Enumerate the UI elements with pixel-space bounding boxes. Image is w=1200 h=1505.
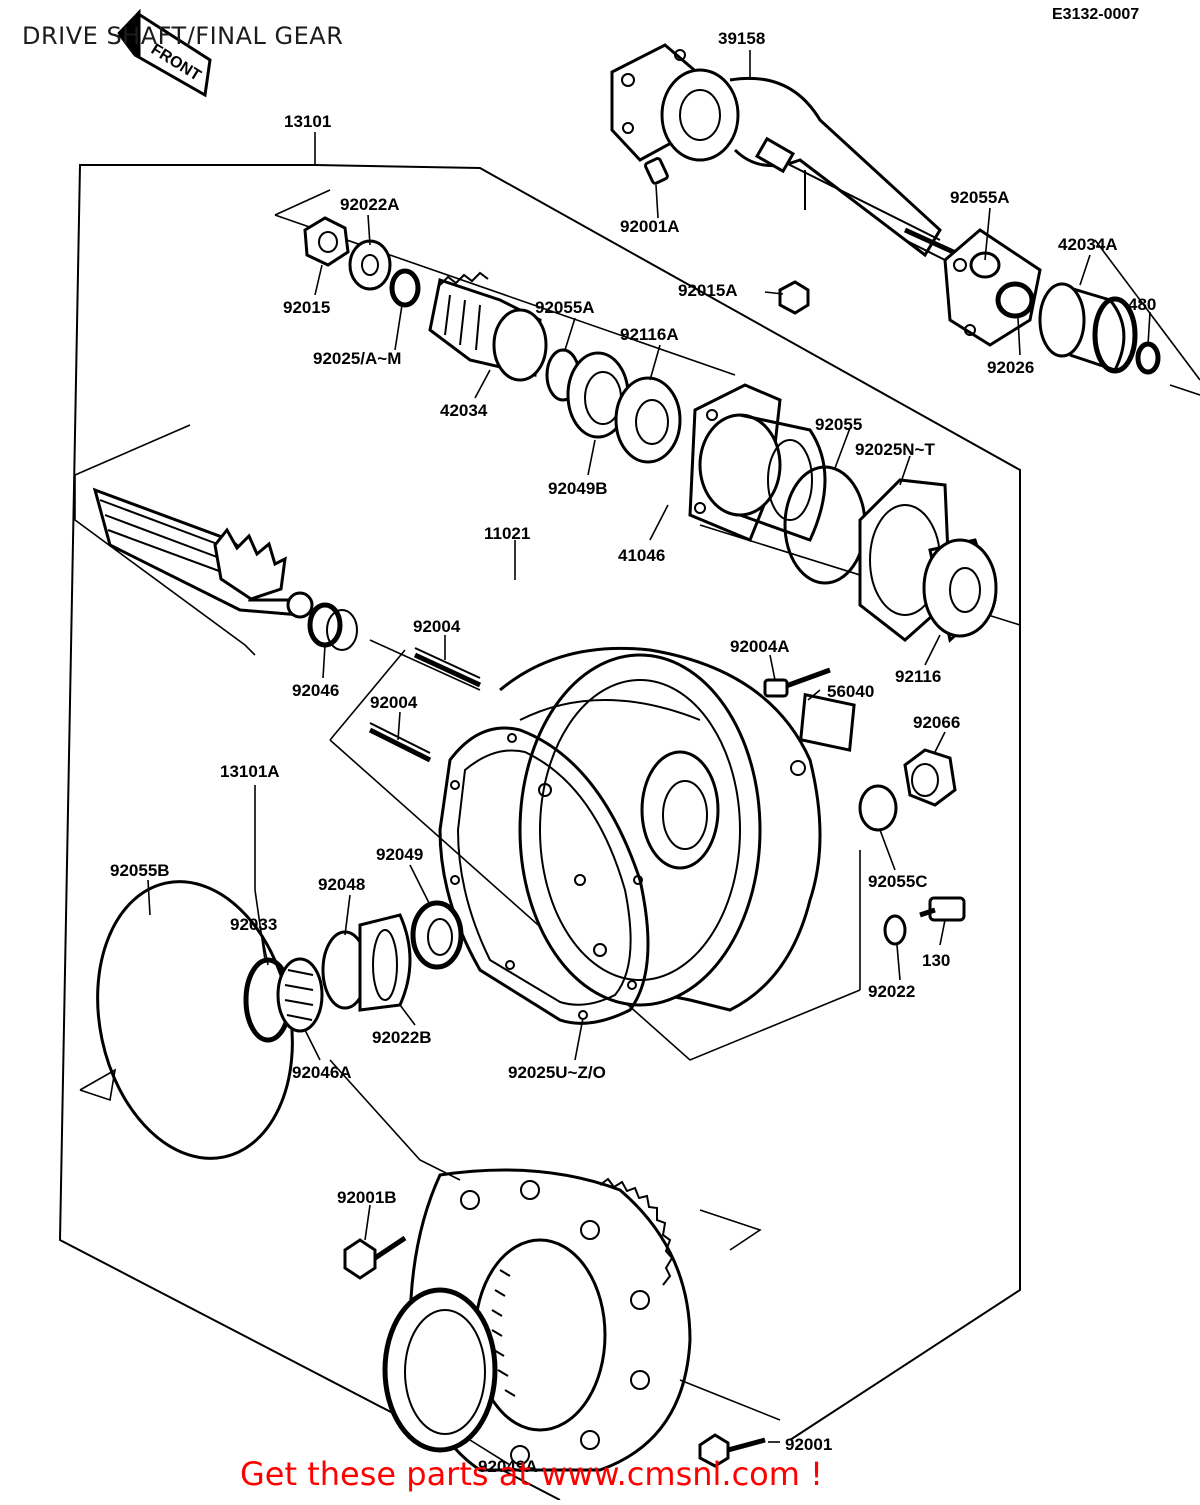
label-92004-b: 92004 bbox=[370, 693, 418, 712]
bearing-92046 bbox=[307, 602, 358, 651]
plug-92066 bbox=[903, 748, 957, 807]
label-92001A: 92001A bbox=[620, 217, 680, 236]
label-11021: 11021 bbox=[484, 524, 530, 543]
label-92001: 92001 bbox=[785, 1435, 832, 1454]
leader-lines bbox=[79, 50, 1151, 1466]
nut-92015 bbox=[303, 216, 350, 267]
label-92049A: 92049A bbox=[478, 1457, 538, 1476]
label-92026: 92026 bbox=[987, 358, 1034, 377]
seal-92049A bbox=[382, 1287, 498, 1453]
diagram-code: E3132-0007 bbox=[1052, 6, 1140, 23]
label-92022A: 92022A bbox=[340, 195, 400, 214]
page-title: DRIVE SHAFT/FINAL GEAR bbox=[22, 22, 344, 50]
label-92033: 92033 bbox=[230, 915, 277, 934]
label-92048: 92048 bbox=[318, 875, 365, 894]
sleeve-42034A bbox=[1038, 282, 1161, 375]
label-92004A: 92004A bbox=[730, 637, 790, 656]
label-92055B: 92055B bbox=[110, 861, 170, 880]
label-92055C: 92055C bbox=[868, 872, 928, 891]
label-92066: 92066 bbox=[913, 713, 960, 732]
label-92046: 92046 bbox=[292, 681, 339, 700]
stud-92004-upper bbox=[413, 647, 482, 688]
stud-92004-lower bbox=[368, 722, 432, 763]
label-13101: 13101 bbox=[284, 112, 331, 131]
bolt-92001A bbox=[644, 157, 669, 185]
label-130: 130 bbox=[922, 951, 950, 970]
washer-92022 bbox=[883, 914, 907, 946]
coupling-42034 bbox=[428, 271, 548, 382]
label-41046: 41046 bbox=[618, 546, 665, 565]
label-92025UZO: 92025U~Z/O bbox=[508, 1063, 606, 1082]
label-92022B: 92022B bbox=[372, 1028, 432, 1047]
footer-link[interactable]: Get these parts at www.cmsnl.com ! bbox=[240, 1455, 823, 1493]
label-plate-56040 bbox=[799, 692, 856, 752]
label-92025NT: 92025N~T bbox=[855, 440, 935, 459]
front-arrow-icon: FRONT bbox=[117, 8, 212, 98]
label-92049: 92049 bbox=[376, 845, 423, 864]
label-92055: 92055 bbox=[815, 415, 862, 434]
label-92049B: 92049B bbox=[548, 479, 608, 498]
bearing-92116 bbox=[922, 538, 998, 643]
label-92055A-b: 92055A bbox=[535, 298, 595, 317]
bolt-92001B bbox=[343, 1235, 407, 1280]
bearing-housing-41046 bbox=[688, 383, 827, 542]
label-92015A: 92015A bbox=[678, 281, 738, 300]
label-92001B: 92001B bbox=[337, 1188, 397, 1207]
label-92004-a: 92004 bbox=[413, 617, 461, 636]
seal-92049 bbox=[410, 900, 464, 970]
o-ring-92055B bbox=[96, 880, 294, 1160]
label-56040: 56040 bbox=[827, 682, 874, 701]
label-42034: 42034 bbox=[440, 401, 488, 420]
drain-bolt-130 bbox=[919, 896, 966, 922]
flange-plate bbox=[943, 228, 1042, 347]
label-39158: 39158 bbox=[718, 29, 765, 48]
stud-92004A bbox=[763, 667, 831, 698]
label-92022: 92022 bbox=[868, 982, 915, 1001]
seal-92049B bbox=[566, 351, 630, 439]
label-92025AM: 92025/A~M bbox=[313, 349, 401, 368]
label-13101A: 13101A bbox=[220, 762, 280, 781]
final-gear-case-11021 bbox=[499, 646, 822, 1012]
o-ring-92055C bbox=[858, 784, 898, 832]
assembly-outline bbox=[58, 164, 1200, 1501]
drive-shaft-housing bbox=[610, 43, 962, 266]
label-92116A: 92116A bbox=[620, 325, 679, 344]
label-42034A: 42034A bbox=[1058, 235, 1118, 254]
bearing-92116A bbox=[614, 376, 682, 464]
label-92046A: 92046A bbox=[292, 1063, 352, 1082]
seal-92022B bbox=[358, 913, 412, 1012]
label-92116: 92116 bbox=[895, 667, 941, 686]
label-92055A: 92055A bbox=[950, 188, 1010, 207]
washer-92022A bbox=[348, 239, 392, 291]
bolt-92001 bbox=[698, 1433, 766, 1468]
shim-92025 bbox=[389, 268, 421, 308]
label-480: 480 bbox=[1128, 295, 1156, 314]
part-labels: 39158 13101 92022A 92055A 92001A 42034A … bbox=[110, 29, 1156, 1476]
pinion-shaft bbox=[92, 487, 314, 619]
nut-92015A bbox=[778, 280, 810, 315]
bearing-92046A bbox=[276, 957, 324, 1033]
label-92015: 92015 bbox=[283, 298, 330, 317]
